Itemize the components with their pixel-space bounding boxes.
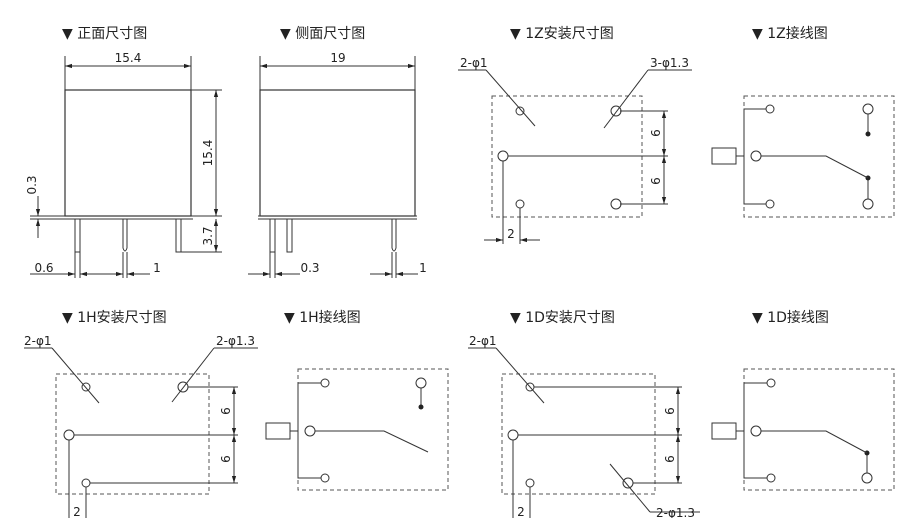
h-wiring-coil [265,422,291,440]
side-body [259,89,416,217]
front-standoff-label: 0.3 [25,175,39,194]
front-view: ▼ 正面尺寸图 15.4 15.4 3.7 0.3 [25,26,222,278]
h-wiring-coil-pin-1 [320,378,330,388]
h-mount-outline [55,373,210,495]
z-mount-title: ▼ 1Z安装尺寸图 [510,26,614,42]
front-pin-1 [74,218,81,253]
d-wiring-nc-pin [861,472,873,484]
d-mount-pitch-upper: 6 [663,407,677,415]
h-wiring-no-pin [415,377,427,389]
h-mount-small-hole-label: 2-φ1 [24,334,52,348]
front-pin-width-label: 0.6 [34,261,53,275]
d-wiring-coil-pin-2 [766,473,776,483]
z-mount-offset-label: 2 [507,227,515,241]
h-mount-offset-label: 2 [73,505,81,518]
front-pin-2 [122,219,128,252]
d-mount-common-hole [507,429,519,441]
d-mount-big-hole [622,477,634,489]
d-mount-small-hole-label: 2-φ1 [469,334,497,348]
z-wiring-switch-arm [761,155,869,179]
h-mount-title: ▼ 1H安装尺寸图 [62,310,167,326]
d-wiring-coil [711,422,737,440]
front-pin-3 [175,218,182,253]
d-wiring-title: ▼ 1D接线图 [752,309,829,326]
d-wiring-common-pin [750,425,762,437]
d-wiring-switch-arm [761,430,868,454]
d-mount-outline [501,373,656,495]
h-wiring-common-pin [304,425,316,437]
side-pin-3 [391,219,397,252]
d-wiring-view: ▼ 1D接线图 [711,309,895,491]
z-wiring-outline [743,95,895,218]
z-mount-big-hole-3 [610,198,622,210]
h-mount-big-hole-label: 2-φ1.3 [216,334,255,348]
d-mount-small-hole-2 [525,478,535,488]
z-wiring-no-pin [862,198,874,210]
d-wiring-coil-pin-1 [766,378,776,388]
side-width-label: 19 [330,51,345,65]
z-wiring-view: ▼ 1Z接线图 [711,25,895,218]
h-mount-view: ▼ 1H安装尺寸图 6 6 2-φ1 2-φ1.3 2 [24,310,258,518]
h-wiring-outline [297,368,449,491]
d-mount-pitch-lower: 6 [663,455,677,463]
z-wiring-common-pin [750,150,762,162]
side-standoff-label: 0.3 [300,261,319,275]
side-pin-1 [269,218,276,253]
z-mount-pitch-lower: 6 [649,177,663,185]
z-mount-pitch-upper: 6 [649,129,663,137]
front-height-label: 15.4 [201,140,215,167]
z-mount-small-hole-label: 2-φ1 [460,56,488,70]
h-mount-pitch-lower: 6 [219,455,233,463]
h-wiring-title: ▼ 1H接线图 [284,309,361,326]
z-mount-big-hole-2 [497,150,509,162]
z-wiring-nc-pin [862,103,874,115]
front-body [64,89,192,217]
front-width-label: 15.4 [115,51,142,65]
h-wiring-coil-pin-2 [320,473,330,483]
h-wiring-view: ▼ 1H接线图 [265,309,449,491]
front-pin-length-label: 3.7 [201,226,215,245]
front-view-title: ▼ 正面尺寸图 [62,26,147,42]
z-mount-view: ▼ 1Z安装尺寸图 6 6 2-φ1 3-φ1.3 2 [458,26,692,244]
h-mount-pitch-upper: 6 [219,407,233,415]
h-wiring-switch-arm [315,430,429,453]
side-pin-2 [286,218,293,253]
z-mount-small-hole-1 [515,106,525,116]
d-mount-title: ▼ 1D安装尺寸图 [510,310,615,326]
d-wiring-outline [743,368,895,491]
z-wiring-coil [711,147,737,165]
z-mount-small-hole-2 [515,199,525,209]
z-mount-big-hole-label: 3-φ1.3 [650,56,689,70]
front-pin-spacing-label: 1 [153,261,161,275]
z-wiring-coil-pin-2 [765,199,775,209]
d-mount-view: ▼ 1D安装尺寸图 6 6 2-φ1 2-φ1.3 2 [468,310,700,518]
h-mount-small-hole-2 [81,478,91,488]
z-wiring-coil-pin-1 [765,104,775,114]
d-mount-big-hole-label: 2-φ1.3 [656,506,695,518]
side-view: ▼ 侧面尺寸图 19 0.3 1 [248,26,427,278]
side-view-title: ▼ 侧面尺寸图 [280,26,365,42]
d-mount-offset-label: 2 [517,505,525,518]
h-mount-common-hole [63,429,75,441]
z-wiring-title: ▼ 1Z接线图 [752,25,828,42]
side-pin-spacing-label: 1 [419,261,427,275]
